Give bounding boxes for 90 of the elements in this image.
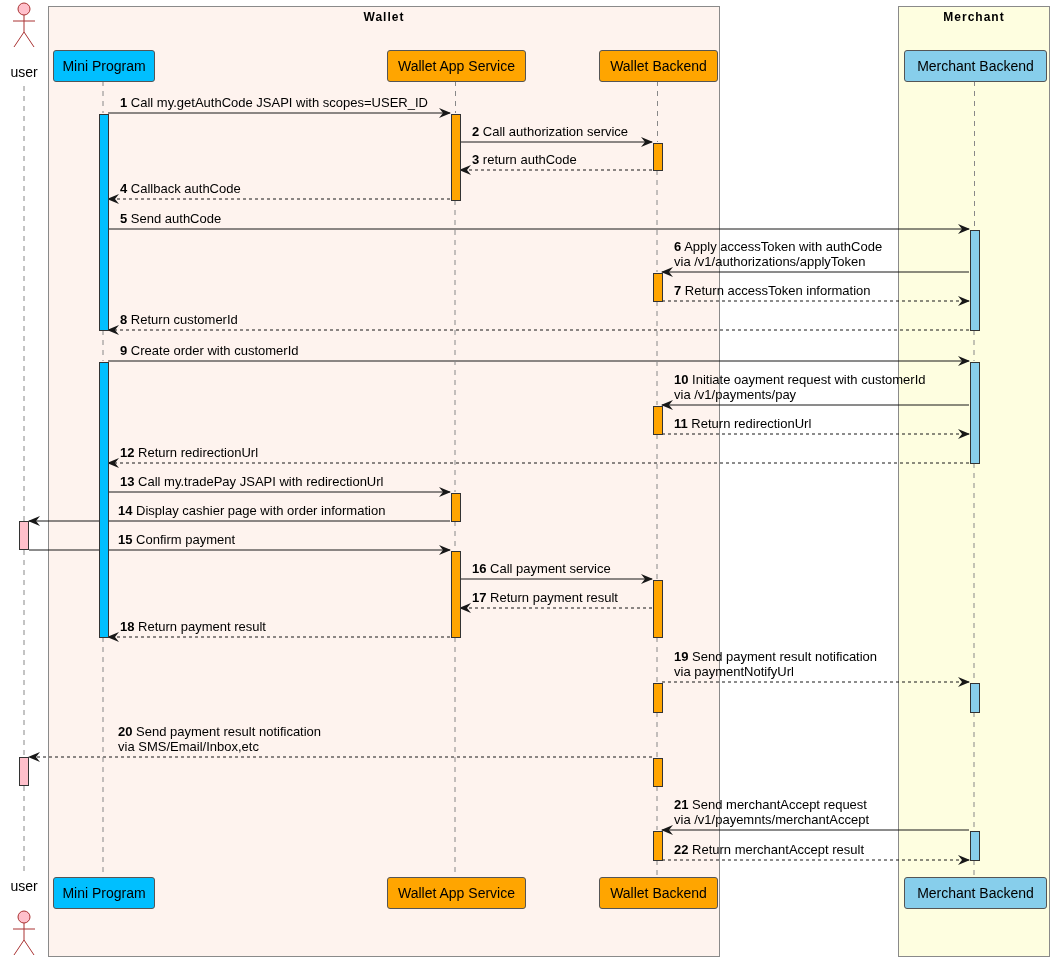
participant-box: Merchant Backend bbox=[904, 877, 1047, 909]
activation-bar bbox=[19, 521, 29, 550]
message-arrow bbox=[28, 752, 653, 762]
message-arrow bbox=[107, 325, 970, 335]
message-label: 16 Call payment service bbox=[472, 561, 611, 576]
message-label: 7 Return accessToken information bbox=[674, 283, 871, 298]
participant-box: Wallet App Service bbox=[387, 50, 526, 82]
lifeline bbox=[656, 300, 658, 406]
lifeline bbox=[657, 80, 658, 143]
activation-bar bbox=[451, 493, 461, 522]
activation-bar bbox=[653, 758, 663, 787]
lifeline bbox=[973, 859, 975, 877]
group-title: Wallet bbox=[362, 10, 406, 24]
message-label: 11 Return redirectionUrl bbox=[674, 416, 812, 431]
message-label: 10 Initiate oayment request with customerId via /v1/payments/pay bbox=[674, 372, 927, 402]
participant-box: Merchant Backend bbox=[904, 50, 1047, 82]
message-arrow bbox=[661, 429, 970, 439]
message-label: 14 Display cashier page with order information bbox=[118, 503, 386, 518]
lifeline bbox=[102, 80, 104, 114]
lifeline bbox=[23, 85, 25, 522]
activation-bar bbox=[653, 273, 663, 302]
message-label: 21 Send merchantAccept request via /v1/payemnts/merchantAccept bbox=[674, 797, 871, 827]
message-arrow bbox=[107, 224, 970, 234]
message-arrow bbox=[459, 137, 653, 147]
participant-box: Wallet Backend bbox=[599, 50, 718, 82]
message-arrow bbox=[661, 677, 970, 687]
message-arrow bbox=[107, 487, 451, 497]
message-label: 15 Confirm payment bbox=[118, 532, 236, 547]
activation-bar bbox=[970, 683, 980, 713]
lifeline bbox=[102, 329, 104, 362]
activation-bar bbox=[451, 551, 461, 638]
message-label: 5 Send authCode bbox=[120, 211, 222, 226]
message-arrow bbox=[28, 516, 451, 526]
lifeline bbox=[656, 711, 658, 758]
lifeline bbox=[656, 433, 658, 580]
activation-bar bbox=[99, 362, 109, 638]
lifeline bbox=[656, 785, 658, 831]
message-label: 6 Apply accessToken with authCode via /v1/authorizations/applyToken bbox=[674, 239, 884, 269]
activation-bar bbox=[970, 230, 980, 331]
activation-bar bbox=[653, 580, 663, 638]
lifeline bbox=[455, 80, 456, 114]
message-arrow bbox=[459, 603, 653, 613]
activation-bar bbox=[653, 831, 663, 861]
message-arrow bbox=[661, 296, 970, 306]
lifeline bbox=[656, 636, 658, 683]
activation-bar bbox=[970, 362, 980, 464]
message-label: 18 Return payment result bbox=[120, 619, 266, 634]
message-arrow bbox=[107, 194, 451, 204]
message-arrow bbox=[661, 855, 970, 865]
lifeline bbox=[973, 329, 975, 362]
activation-bar bbox=[970, 831, 980, 861]
message-label: 4 Callback authCode bbox=[120, 181, 241, 196]
lifeline bbox=[656, 859, 658, 877]
activation-bar bbox=[653, 683, 663, 713]
message-label: 8 Return customerId bbox=[120, 312, 238, 327]
message-arrow bbox=[107, 458, 970, 468]
participant-box: Mini Program bbox=[53, 877, 155, 909]
message-arrow bbox=[28, 545, 451, 555]
activation-bar bbox=[653, 406, 663, 435]
lifeline bbox=[656, 169, 658, 273]
message-label: 1 Call my.getAuthCode JSAPI with scopes=USER_ID bbox=[120, 95, 428, 110]
message-arrow bbox=[661, 400, 970, 410]
message-label: 20 Send payment result notification via SMS/Email/Inbox,etc bbox=[118, 724, 323, 754]
message-label: 13 Call my.tradePay JSAPI with redirectionUrl bbox=[120, 474, 384, 489]
message-arrow bbox=[107, 356, 970, 366]
participant-box: Wallet App Service bbox=[387, 877, 526, 909]
message-label: 19 Send payment result notification via paymentNotifyUrl bbox=[674, 649, 879, 679]
message-label: 12 Return redirectionUrl bbox=[120, 445, 258, 460]
actor-label: user bbox=[9, 64, 39, 80]
actor-label: user bbox=[9, 878, 39, 894]
activation-bar bbox=[451, 114, 461, 201]
message-arrow bbox=[661, 825, 970, 835]
activation-bar bbox=[99, 114, 109, 331]
activation-bar bbox=[19, 757, 29, 786]
participant-box: Wallet Backend bbox=[599, 877, 718, 909]
activation-bar bbox=[653, 143, 663, 171]
message-arrow bbox=[459, 165, 653, 175]
message-label: 9 Create order with customerId bbox=[120, 343, 299, 358]
message-label: 2 Call authorization service bbox=[472, 124, 629, 139]
lifeline bbox=[23, 549, 25, 758]
message-label: 22 Return merchantAccept result bbox=[674, 842, 865, 857]
message-arrow bbox=[459, 574, 653, 584]
message-arrow bbox=[661, 267, 970, 277]
participant-box: Mini Program bbox=[53, 50, 155, 82]
lifeline bbox=[454, 199, 456, 493]
message-arrow bbox=[107, 108, 451, 118]
message-label: 17 Return payment result bbox=[472, 590, 618, 605]
group-title: Merchant bbox=[942, 10, 1006, 24]
message-arrow bbox=[107, 632, 451, 642]
message-label: 3 return authCode bbox=[472, 152, 577, 167]
